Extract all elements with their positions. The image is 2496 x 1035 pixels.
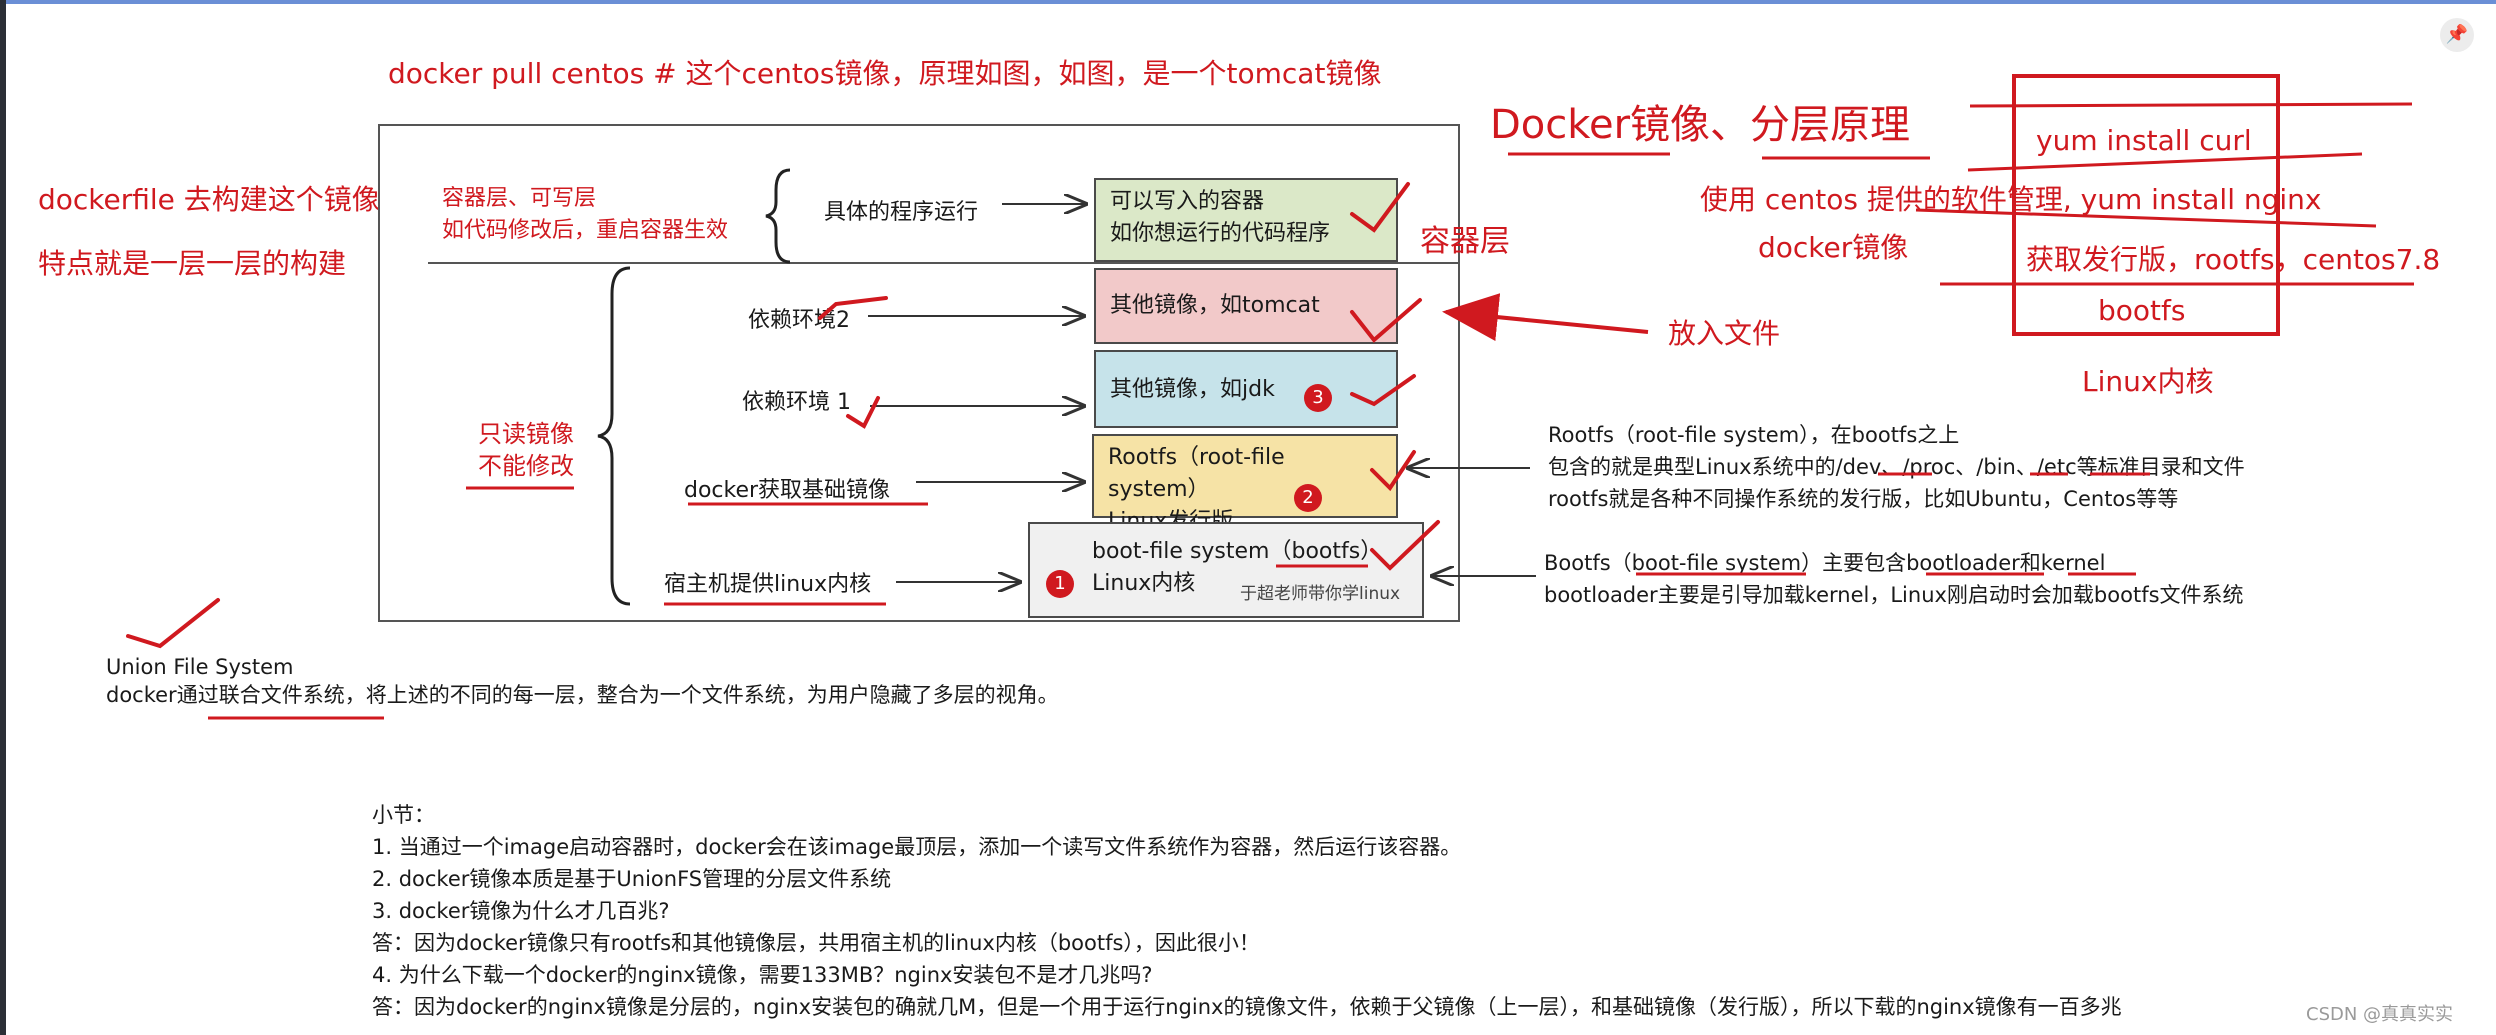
row-label-dep1: 依赖环境 1 — [742, 390, 851, 415]
layer-tomcat-line1: 其他镜像，如tomcat — [1110, 293, 1320, 318]
put-file-label: 放入文件 — [1668, 317, 1781, 350]
readonly-note-1: 只读镜像 — [478, 420, 574, 448]
linux-kernel-label: Linux内核 — [2082, 365, 2214, 398]
summary-answer-4: 答：因为docker的nginx镜像是分层的，nginx安装包的确就几M，但是一… — [372, 995, 2122, 1019]
summary-item-3: 3. docker镜像为什么才几百兆? — [372, 899, 670, 923]
row-label-kernel: 宿主机提供linux内核 — [664, 572, 872, 597]
right-row-bootfs: bootfs — [2098, 294, 2186, 327]
badge-2: 2 — [1294, 484, 1322, 512]
container-divider — [428, 262, 1458, 264]
summary-heading: 小节： — [372, 803, 435, 827]
window-top-bar — [0, 0, 2496, 4]
container-note-2: 如代码修改后，重启容器生效 — [442, 218, 729, 243]
left-note-line1: dockerfile 去构建这个镜像 — [38, 183, 380, 216]
right-layer-box — [2012, 74, 2280, 336]
container-note-1: 容器层、可写层 — [442, 186, 597, 211]
layer-rootfs-line1: Rootfs（root-file system） — [1108, 445, 1285, 502]
row-label-base-image: docker获取基础镜像 — [684, 478, 891, 503]
row-label-dep2: 依赖环境2 — [748, 308, 850, 333]
layer-container: 可以写入的容器 如你想运行的代码程序 — [1094, 178, 1398, 262]
bootfs-watermark: 于超老师带你学linux — [1240, 584, 1401, 604]
layer-container-line1: 可以写入的容器 — [1110, 189, 1265, 214]
summary-item-4: 4. 为什么下载一个docker的nginx镜像，需要133MB？nginx安装… — [372, 963, 1153, 987]
bootfs-note-1: Bootfs（boot-file system）主要包含bootloader和k… — [1544, 551, 2106, 575]
row-label-program: 具体的程序运行 — [824, 200, 979, 225]
right-row-rootfs: 获取发行版，rootfs，centos7.8 — [2026, 243, 2441, 276]
readonly-note-2: 不能修改 — [478, 452, 574, 480]
bootfs-note-2: bootloader主要是引导加载kernel，Linux刚启动时会加载boot… — [1544, 583, 2244, 607]
rootfs-note-1: Rootfs（root-file system），在bootfs之上 — [1548, 423, 1960, 447]
summary-answer-3: 答：因为docker镜像只有rootfs和其他镜像层，共用宿主机的linux内核… — [372, 931, 1260, 955]
layer-bootfs: boot-file system（bootfs） Linux内核 于超老师带你学… — [1028, 522, 1424, 618]
pin-icon[interactable]: 📌 — [2440, 18, 2474, 52]
summary-item-1: 1. 当通过一个image启动容器时，docker会在该image最顶层，添加一… — [372, 835, 1462, 859]
layer-bootfs-line1: boot-file system（bootfs） — [1092, 539, 1383, 564]
ufs-desc: docker通过联合文件系统，将上述的不同的每一层，整合为一个文件系统，为用户隐… — [106, 683, 1059, 707]
badge-3: 3 — [1304, 384, 1332, 412]
summary-item-2: 2. docker镜像本质是基于UnionFS管理的分层文件系统 — [372, 867, 892, 891]
layer-jdk-line1: 其他镜像，如jdk — [1110, 377, 1275, 402]
layer-bootfs-line2: Linux内核 — [1092, 571, 1196, 596]
page-title: Docker镜像、分层原理 — [1490, 102, 1911, 148]
container-layer-label: 容器层 — [1420, 224, 1510, 259]
right-row-yum: yum install curl — [2036, 124, 2252, 157]
window-left-edge — [0, 0, 6, 1035]
rootfs-note-3: rootfs就是各种不同操作系统的发行版，比如Ubuntu，Centos等等 — [1548, 487, 2179, 511]
left-note-line2: 特点就是一层一层的构建 — [38, 247, 347, 280]
layer-tomcat: 其他镜像，如tomcat — [1094, 268, 1398, 344]
layer-container-line2: 如你想运行的代码程序 — [1110, 221, 1331, 246]
top-command-annotation: docker pull centos # 这个centos镜像，原理如图，如图，… — [388, 57, 1382, 90]
layer-jdk: 其他镜像，如jdk — [1094, 350, 1398, 428]
right-side-text-2: docker镜像 — [1758, 231, 1909, 264]
ufs-title: Union File System — [106, 655, 294, 679]
csdn-watermark: CSDN @真真实实 — [2306, 1004, 2454, 1025]
right-side-text-1: 使用 centos 提供的软件管理, yum install nginx — [1700, 183, 2322, 216]
diagram-frame — [378, 124, 1460, 622]
badge-1: 1 — [1046, 570, 1074, 598]
